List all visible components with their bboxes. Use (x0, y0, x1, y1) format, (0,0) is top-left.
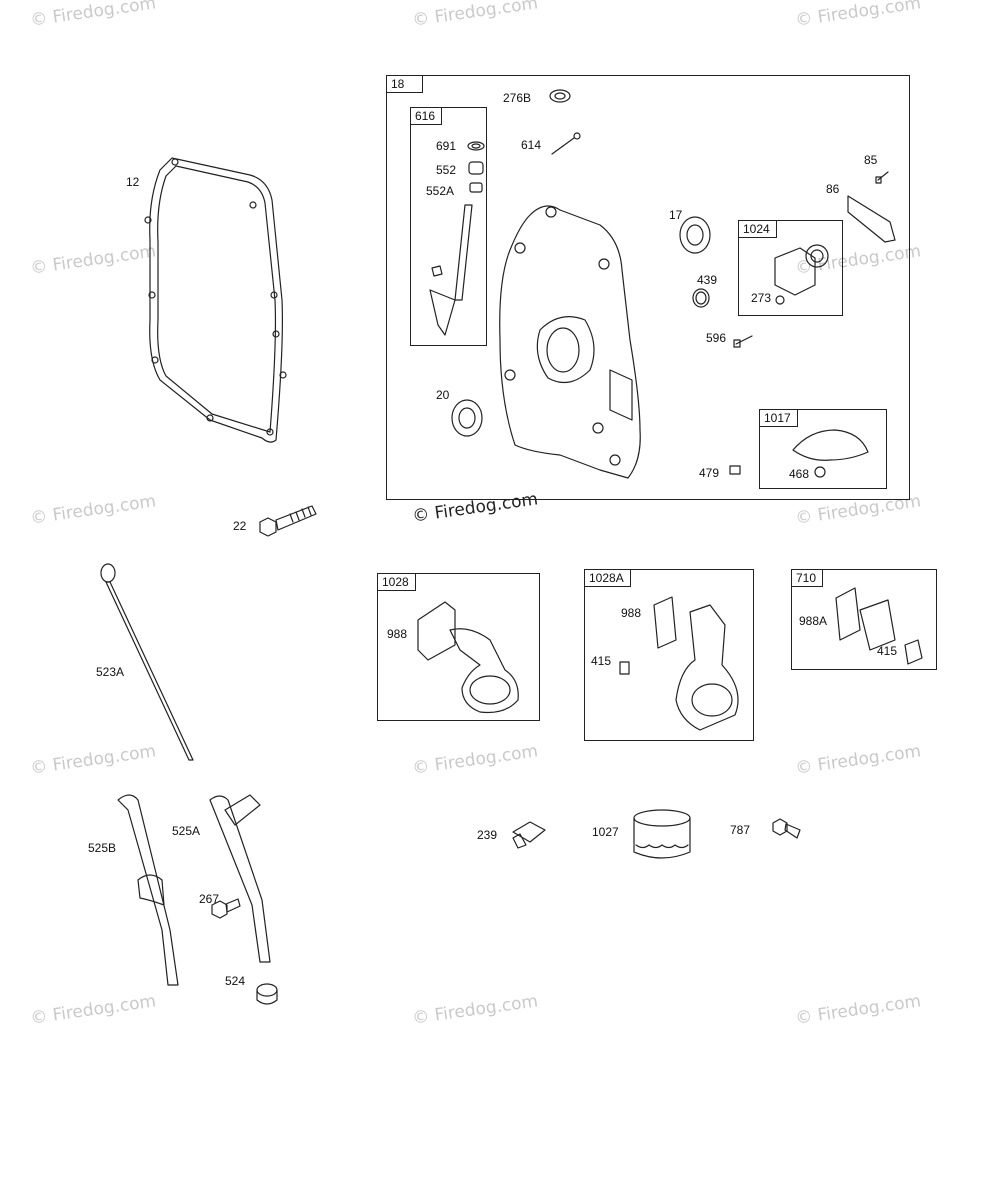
box-1028a-tag: 1028A (585, 570, 631, 587)
ring-439-drawing (692, 288, 710, 308)
bolt-787-drawing (772, 818, 801, 839)
seal-276b-drawing (549, 89, 571, 103)
box-1028-tag: 1028 (378, 574, 416, 591)
part-label[interactable]: 479 (699, 466, 720, 480)
filter-adapter-1028-drawing (417, 601, 519, 714)
sender-239-drawing (512, 821, 546, 849)
part-label[interactable]: 17 (669, 208, 683, 222)
part-label[interactable]: 439 (697, 273, 718, 287)
box-1028: 1028 (377, 573, 540, 721)
box-710: 710 (791, 569, 937, 670)
part-label[interactable]: 691 (436, 139, 457, 153)
pin-614-drawing (551, 132, 581, 155)
box-1017: 1017 (759, 409, 887, 489)
part-label[interactable]: 20 (436, 388, 450, 402)
part-label[interactable]: 525A (172, 824, 201, 838)
part-label[interactable]: 596 (706, 331, 727, 345)
part-label[interactable]: 276B (503, 91, 532, 105)
part-label[interactable]: 415 (877, 644, 898, 658)
filter-adapter-1028a-drawing (619, 596, 739, 731)
part-label[interactable]: 525B (88, 841, 117, 855)
box-1017-tag: 1017 (760, 410, 798, 427)
crankcase-cover-drawing (499, 205, 641, 479)
plug-524-drawing (256, 983, 278, 1005)
part-label[interactable]: 988 (387, 627, 408, 641)
oil-pump-drawing (774, 244, 829, 305)
plate-86-drawing (847, 195, 896, 243)
tube-525b-drawing (117, 794, 179, 986)
part-label[interactable]: 86 (826, 182, 840, 196)
box-18: 18 (386, 75, 910, 500)
part-label[interactable]: 523A (96, 665, 125, 679)
filter-adapter-710-drawing (835, 587, 923, 665)
screw-479-drawing (729, 465, 741, 475)
part-label[interactable]: 524 (225, 974, 246, 988)
oil-filter-drawing (633, 809, 691, 859)
screw-85-drawing (875, 171, 889, 184)
gasket-drawing (144, 157, 287, 443)
part-label[interactable]: 22 (233, 519, 247, 533)
dipstick-drawing (100, 563, 194, 761)
box-1024-tag: 1024 (739, 221, 777, 238)
part-label[interactable]: 988A (799, 614, 828, 628)
part-label[interactable]: 988 (621, 606, 642, 620)
bolt-267-drawing (211, 898, 241, 919)
part-label[interactable]: 468 (789, 467, 810, 481)
box-18-tag: 18 (387, 76, 424, 93)
tube-525a-drawing (209, 794, 271, 963)
part-label[interactable]: 1027 (592, 825, 619, 839)
oil-screen-drawing (792, 429, 869, 478)
part-label[interactable]: 552A (426, 184, 455, 198)
box-1024: 1024 (738, 220, 843, 316)
bolt-22-drawing (259, 505, 317, 537)
part-label[interactable]: 614 (521, 138, 542, 152)
part-label[interactable]: 415 (591, 654, 612, 668)
governor-parts-drawing (429, 141, 485, 336)
box-616-tag: 616 (411, 108, 443, 125)
part-label[interactable]: 787 (730, 823, 751, 837)
part-label[interactable]: 239 (477, 828, 498, 842)
part-label[interactable]: 273 (751, 291, 772, 305)
part-label[interactable]: 85 (864, 153, 878, 167)
box-710-tag: 710 (792, 570, 824, 587)
box-1028a: 1028A (584, 569, 754, 741)
bearing-17-drawing (679, 216, 711, 254)
part-label[interactable]: 552 (436, 163, 457, 177)
seal-20-drawing (451, 399, 483, 437)
part-label[interactable]: 12 (126, 175, 140, 189)
screw-596-drawing (733, 335, 753, 348)
part-label[interactable]: 267 (199, 892, 220, 906)
box-616: 616 (410, 107, 487, 346)
